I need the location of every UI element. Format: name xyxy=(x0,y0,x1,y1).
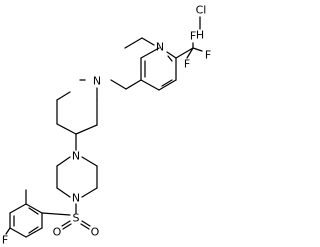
bond xyxy=(9,203,27,214)
bond-double xyxy=(80,223,90,230)
atom-labels: N F F F N N N S O O F xyxy=(2,30,211,247)
atom-o-left: O xyxy=(53,226,62,239)
bond xyxy=(140,79,160,91)
bond-double xyxy=(28,226,39,234)
bond xyxy=(56,187,71,198)
bond xyxy=(5,227,11,235)
atom-f-cf3-bottom: F xyxy=(184,58,190,71)
atom-n-piperidine: N xyxy=(93,75,101,88)
bond xyxy=(56,91,71,101)
bond-double xyxy=(62,223,72,230)
bond xyxy=(141,37,155,46)
bond xyxy=(25,227,43,238)
bond xyxy=(192,47,203,52)
bonds xyxy=(5,37,203,238)
atom-n-pyridine: N xyxy=(156,41,164,54)
bond xyxy=(41,212,71,216)
atom-n-piperazine-top: N xyxy=(72,150,80,163)
bond xyxy=(56,123,77,135)
bond xyxy=(125,79,142,90)
hydrochloride-salt: Cl H xyxy=(196,4,207,42)
bond xyxy=(166,51,177,59)
bond xyxy=(25,203,43,214)
bond xyxy=(124,37,143,49)
atom-n-piperazine-bottom: N xyxy=(72,192,80,205)
bond xyxy=(158,79,177,91)
bond xyxy=(56,156,71,167)
atom-f-aryl: F xyxy=(2,234,8,247)
bond xyxy=(81,187,98,198)
bond xyxy=(110,79,127,90)
bond xyxy=(75,124,98,135)
bond-double xyxy=(161,79,173,87)
bond xyxy=(81,156,98,167)
bond xyxy=(186,47,194,59)
atom-o-right: O xyxy=(91,226,100,239)
bond-double xyxy=(61,220,71,227)
bond-double xyxy=(81,220,91,227)
bond xyxy=(140,47,160,59)
bond-double xyxy=(167,55,173,62)
atom-f-cf3-top: F xyxy=(190,30,196,43)
atom-f-cf3-right: F xyxy=(205,49,211,62)
atom-cl: Cl xyxy=(196,4,207,17)
atom-h: H xyxy=(196,29,204,42)
atom-s-sulfonyl: S xyxy=(73,212,80,225)
bond xyxy=(9,227,27,238)
bond xyxy=(175,47,194,59)
bond-double xyxy=(28,207,39,215)
chemical-structure: Cl H xyxy=(2,4,211,247)
